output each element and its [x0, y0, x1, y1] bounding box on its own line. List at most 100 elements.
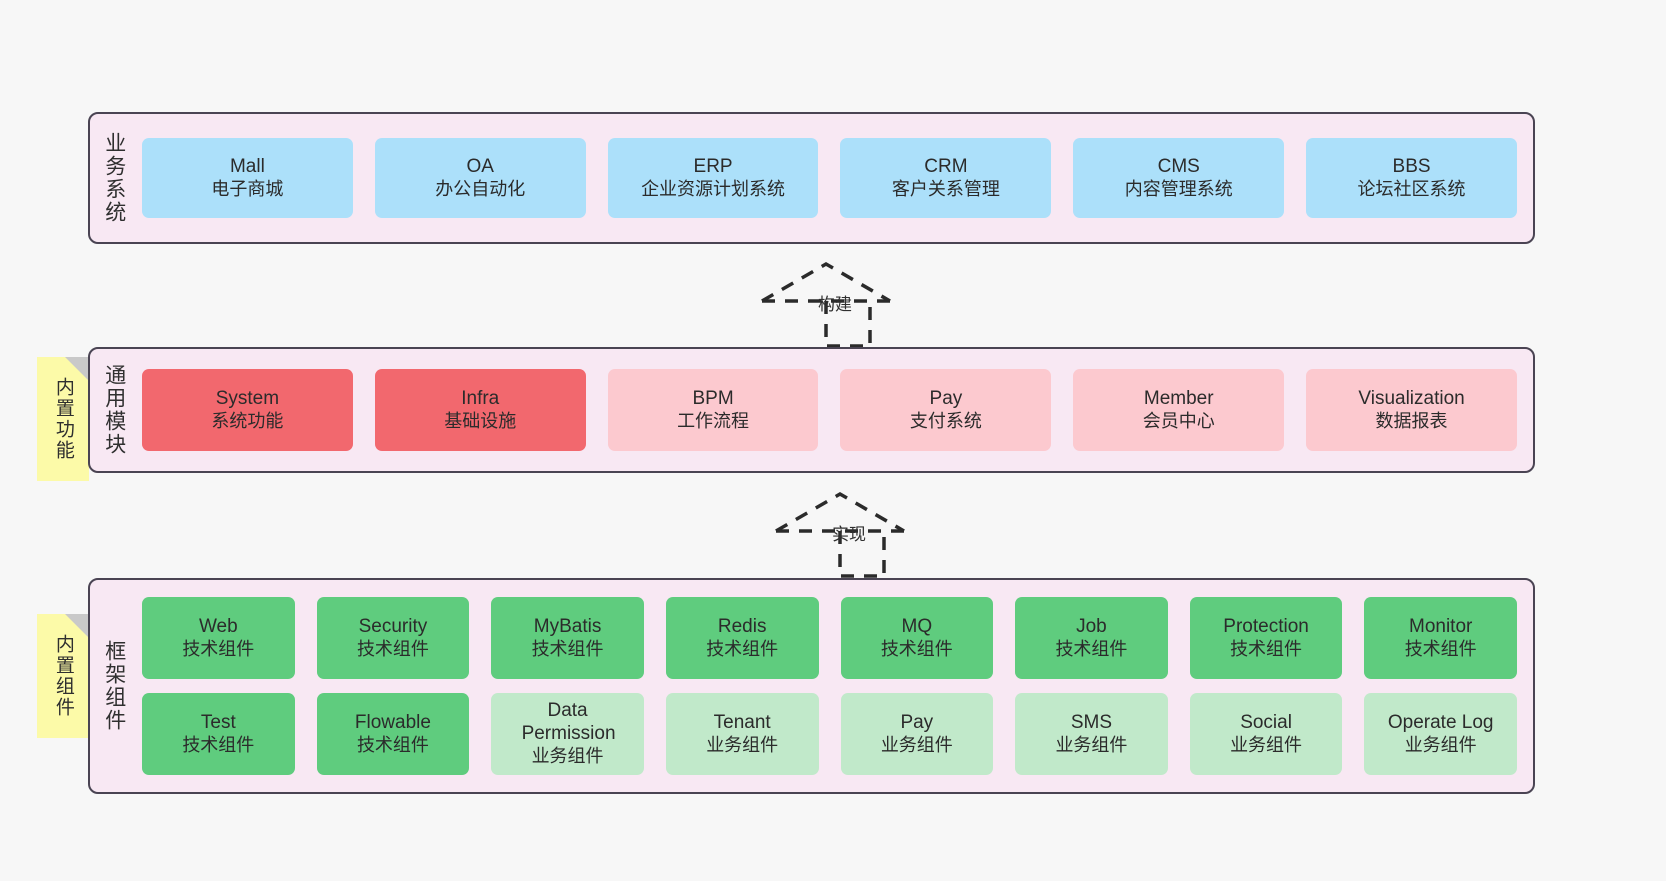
connector-label-build: 构建 [818, 295, 852, 314]
layer-panel-common-modules: 通用模块 System 系统功能 Infra 基础设施 BPM 工作流程 Pay… [88, 347, 1535, 473]
card-name: Member [1143, 387, 1214, 409]
card-row: Test 技术组件 Flowable 技术组件 Data Permission … [142, 693, 1517, 775]
card-name: BPM [692, 387, 734, 409]
card-name: Operate Log [1387, 711, 1494, 733]
card-name: OA [466, 155, 494, 177]
layer-body-common-modules: System 系统功能 Infra 基础设施 BPM 工作流程 Pay 支付系统… [138, 349, 1533, 471]
card-name: Infra [461, 387, 500, 409]
card-test[interactable]: Test 技术组件 [142, 693, 295, 775]
card-erp[interactable]: ERP 企业资源计划系统 [607, 138, 819, 218]
card-sub: 技术组件 [356, 638, 429, 659]
card-crm[interactable]: CRM 客户关系管理 [840, 138, 1052, 218]
card-sub: 技术组件 [182, 638, 255, 659]
card-sms[interactable]: SMS 业务组件 [1015, 693, 1168, 775]
card-sub: 技术组件 [880, 638, 953, 659]
card-redis[interactable]: Redis 技术组件 [665, 597, 819, 679]
note-builtin-components: 内置组件 [37, 614, 89, 738]
card-operate-log[interactable]: Operate Log 业务组件 [1364, 693, 1517, 775]
card-name: SMS [1070, 711, 1113, 733]
card-sub: 数据报表 [1375, 410, 1448, 431]
card-sub: 技术组件 [1230, 638, 1303, 659]
card-job[interactable]: Job 技术组件 [1015, 597, 1168, 679]
card-name: Mall [229, 155, 265, 177]
card-system[interactable]: System 系统功能 [142, 369, 353, 451]
card-sub: 业务组件 [1404, 734, 1477, 755]
layer-title-business-systems: 业务系统 [102, 132, 126, 224]
layer-title-common-modules: 通用模块 [102, 364, 126, 456]
card-pay-module[interactable]: Pay 支付系统 [840, 369, 1052, 451]
card-oa[interactable]: OA 办公自动化 [374, 138, 586, 218]
card-mall[interactable]: Mall 电子商城 [142, 138, 353, 218]
card-sub: 客户关系管理 [891, 178, 1000, 199]
note-fold-icon [65, 614, 89, 638]
card-row: Mall 电子商城 OA 办公自动化 ERP 企业资源计划系统 CRM 客户关系… [142, 138, 1517, 218]
card-sub: 业务组件 [880, 734, 953, 755]
layer-title-framework-components: 框架组件 [102, 640, 126, 732]
card-sub: 电子商城 [211, 178, 284, 199]
card-monitor[interactable]: Monitor 技术组件 [1364, 597, 1517, 679]
card-infra[interactable]: Infra 基础设施 [374, 369, 586, 451]
card-mq[interactable]: MQ 技术组件 [840, 597, 994, 679]
note-label: 内置功能 [52, 377, 74, 461]
card-tenant[interactable]: Tenant 业务组件 [665, 693, 819, 775]
card-sub: 业务组件 [706, 734, 779, 755]
card-web[interactable]: Web 技术组件 [142, 597, 295, 679]
card-sub: 业务组件 [1055, 734, 1128, 755]
layer-body-framework-components: Web 技术组件 Security 技术组件 MyBatis 技术组件 Redi… [138, 580, 1533, 792]
card-sub: 业务组件 [1230, 734, 1303, 755]
layer-panel-business-systems: 业务系统 Mall 电子商城 OA 办公自动化 ERP 企业资源计划系统 CRM… [88, 112, 1535, 244]
card-name: Social [1240, 711, 1292, 733]
card-sub: 企业资源计划系统 [641, 178, 786, 199]
card-name: Web [198, 615, 238, 637]
layer-body-business-systems: Mall 电子商城 OA 办公自动化 ERP 企业资源计划系统 CRM 客户关系… [138, 114, 1533, 242]
card-name: Tenant [713, 711, 771, 733]
card-name: Job [1076, 615, 1107, 637]
card-security[interactable]: Security 技术组件 [316, 597, 470, 679]
note-builtin-features: 内置功能 [37, 357, 89, 481]
dashed-generalization-arrow-icon [761, 261, 891, 348]
card-row: System 系统功能 Infra 基础设施 BPM 工作流程 Pay 支付系统… [142, 369, 1517, 451]
card-name: Monitor [1409, 615, 1473, 637]
card-data-permission[interactable]: Data Permission 业务组件 [491, 693, 644, 775]
card-name: ERP [693, 155, 733, 177]
card-sub: 系统功能 [211, 410, 284, 431]
card-pay-component[interactable]: Pay 业务组件 [840, 693, 994, 775]
card-name: Flowable [354, 711, 431, 733]
card-bpm[interactable]: BPM 工作流程 [607, 369, 819, 451]
card-name: MyBatis [533, 615, 602, 637]
connector-implement: 实现 [770, 488, 918, 578]
card-sub: 内容管理系统 [1124, 178, 1233, 199]
card-name: CRM [924, 155, 968, 177]
dashed-generalization-arrow-icon [775, 491, 905, 578]
card-name: Test [200, 711, 236, 733]
card-flowable[interactable]: Flowable 技术组件 [316, 693, 470, 775]
card-name: CMS [1157, 155, 1200, 177]
card-protection[interactable]: Protection 技术组件 [1189, 597, 1343, 679]
connector-build: 构建 [756, 258, 904, 348]
card-sub: 业务组件 [531, 746, 604, 766]
card-cms[interactable]: CMS 内容管理系统 [1073, 138, 1285, 218]
card-sub: 办公自动化 [435, 178, 526, 199]
card-bbs[interactable]: BBS 论坛社区系统 [1306, 138, 1517, 218]
card-sub: 技术组件 [356, 734, 429, 755]
card-sub: 工作流程 [677, 410, 750, 431]
card-row: Web 技术组件 Security 技术组件 MyBatis 技术组件 Redi… [142, 597, 1517, 679]
card-sub: 会员中心 [1142, 410, 1215, 431]
card-sub: 支付系统 [909, 410, 982, 431]
note-fold-icon [65, 357, 89, 381]
card-name: Protection [1223, 615, 1309, 637]
card-name: Visualization [1358, 387, 1465, 409]
card-name: Pay [929, 387, 963, 409]
card-sub: 论坛社区系统 [1357, 178, 1466, 199]
connector-label-implement: 实现 [832, 525, 866, 544]
card-mybatis[interactable]: MyBatis 技术组件 [491, 597, 644, 679]
card-sub: 技术组件 [1404, 638, 1477, 659]
card-visualization[interactable]: Visualization 数据报表 [1306, 369, 1517, 451]
card-name: System [215, 387, 280, 409]
card-name: Redis [717, 615, 767, 637]
card-name: MQ [901, 615, 933, 637]
card-social[interactable]: Social 业务组件 [1189, 693, 1343, 775]
card-member[interactable]: Member 会员中心 [1073, 369, 1285, 451]
card-name: BBS [1392, 155, 1431, 177]
